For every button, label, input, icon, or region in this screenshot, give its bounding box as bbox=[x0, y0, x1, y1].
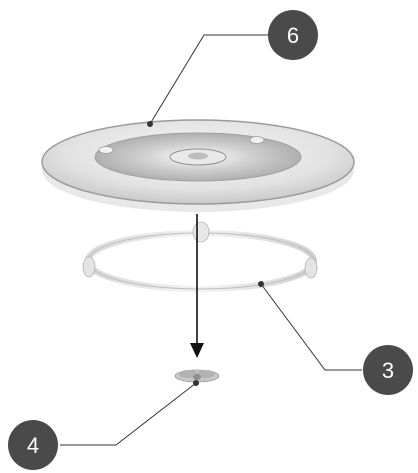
roller-wheel bbox=[82, 256, 96, 278]
roller-wheel bbox=[304, 257, 318, 279]
callout-6-label: 6 bbox=[287, 23, 299, 48]
assembly-arrow bbox=[190, 214, 204, 358]
leader-lines bbox=[60, 34, 362, 446]
leader-line-4 bbox=[60, 382, 197, 446]
leader-line-3 bbox=[260, 283, 362, 371]
coupler bbox=[174, 369, 220, 383]
leader-line-6 bbox=[149, 34, 268, 125]
glass-tray bbox=[41, 119, 355, 212]
roller-ring bbox=[82, 221, 318, 292]
callout-4: 4 bbox=[8, 420, 58, 470]
callout-6: 6 bbox=[268, 10, 318, 60]
callout-3: 3 bbox=[363, 345, 413, 395]
callout-4-label: 4 bbox=[27, 433, 39, 458]
callout-3-label: 3 bbox=[382, 358, 394, 383]
roller-wheel bbox=[192, 221, 210, 243]
